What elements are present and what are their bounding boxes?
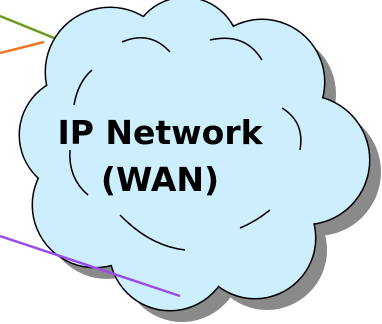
link-purple bbox=[0, 234, 181, 298]
cloud-inner-arcs bbox=[69, 37, 302, 251]
link-orange bbox=[0, 40, 45, 55]
cloud bbox=[20, 0, 369, 310]
cloud-label-line1: IP Network bbox=[57, 113, 263, 152]
link-green bbox=[0, 14, 65, 44]
cloud-label-line2: (WAN) bbox=[100, 160, 220, 199]
